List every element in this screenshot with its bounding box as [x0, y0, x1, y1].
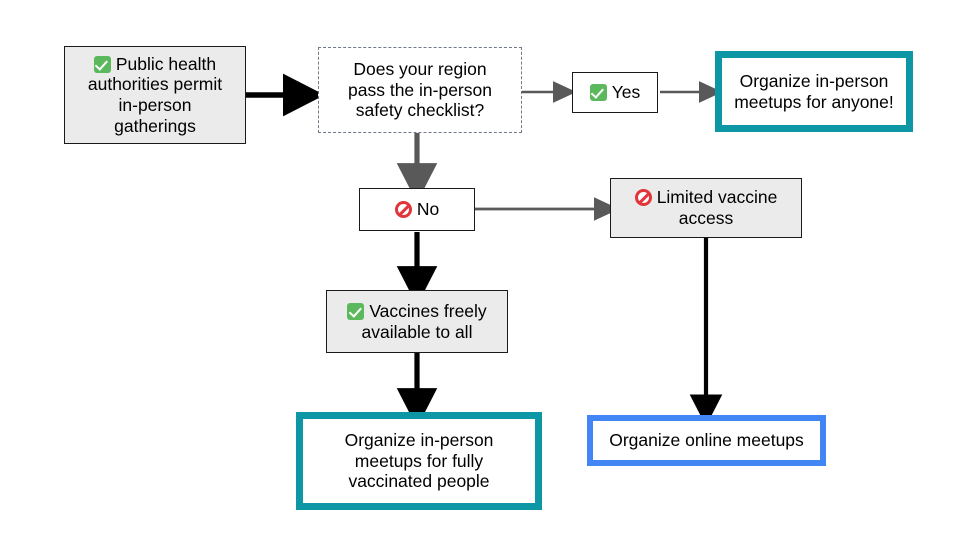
node-answer-no-label: No [388, 199, 446, 220]
node-organize-online[interactable]: Organize online meetups [587, 415, 826, 466]
prohibited-icon [634, 189, 652, 207]
node-vaccines-freely-available-label: Vaccines freely available to all [340, 301, 493, 342]
node-organize-online-label: Organize online meetups [609, 430, 804, 451]
node-answer-yes-label: Yes [583, 82, 648, 103]
node-public-health-permit[interactable]: Public health authorities permit in-pers… [64, 46, 246, 144]
node-answer-no[interactable]: No [359, 188, 475, 231]
check-mark-button-icon [589, 84, 607, 102]
prohibited-icon [394, 201, 412, 219]
node-limited-vaccine-access[interactable]: Limited vaccine access [610, 178, 802, 238]
node-organize-for-vaccinated[interactable]: Organize in-person meetups for fully vac… [296, 412, 542, 510]
check-mark-button-icon [347, 302, 365, 320]
node-organize-for-anyone[interactable]: Organize in-person meetups for anyone! [715, 51, 913, 132]
node-vaccines-freely-available[interactable]: Vaccines freely available to all [326, 290, 508, 353]
node-public-health-permit-label: Public health authorities permit in-pers… [87, 53, 223, 136]
node-region-safety-checklist[interactable]: Does your region pass the in-person safe… [318, 47, 522, 133]
node-limited-vaccine-access-label: Limited vaccine access [628, 187, 785, 228]
node-region-safety-checklist-label: Does your region pass the in-person safe… [348, 59, 492, 121]
check-mark-button-icon [93, 55, 111, 73]
node-organize-for-anyone-label: Organize in-person meetups for anyone! [734, 70, 894, 112]
node-answer-yes[interactable]: Yes [572, 72, 658, 113]
node-organize-for-vaccinated-label: Organize in-person meetups for fully vac… [344, 430, 494, 492]
